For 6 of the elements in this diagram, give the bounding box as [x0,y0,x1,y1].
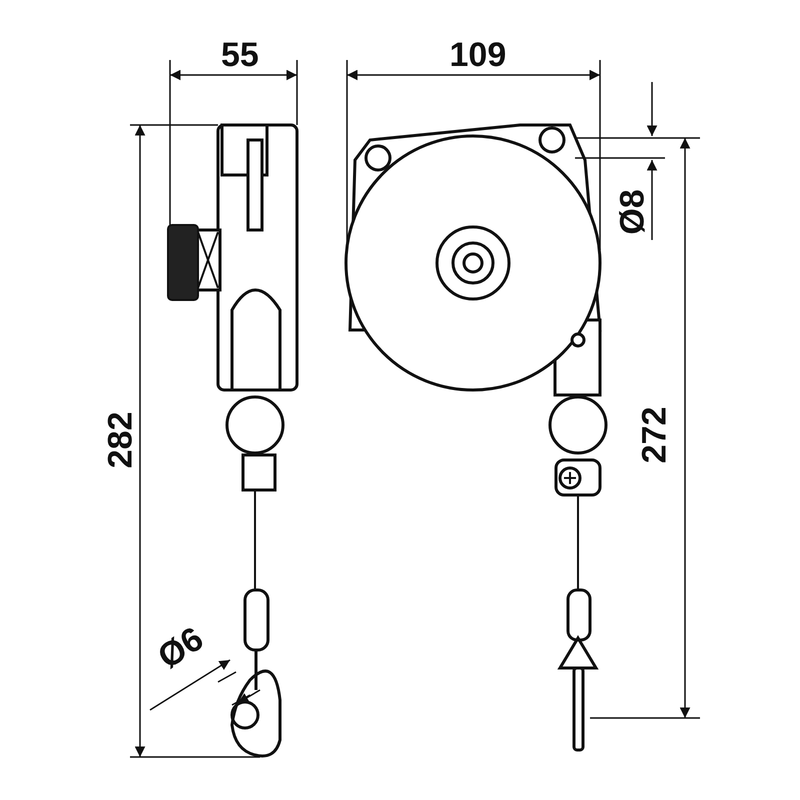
dimension-label: 282 [102,412,137,468]
dimension-label: 272 [636,406,671,464]
dimension-label: 55 [221,38,259,72]
dimension-label: Ø6 [152,621,208,675]
dimension-label: Ø8 [615,189,650,235]
dimension-label: 109 [450,38,506,72]
